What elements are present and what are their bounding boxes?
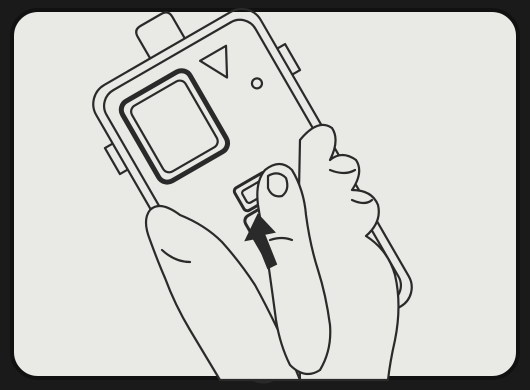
instruction-illustration: [0, 0, 530, 390]
illustration-frame: [0, 0, 530, 390]
